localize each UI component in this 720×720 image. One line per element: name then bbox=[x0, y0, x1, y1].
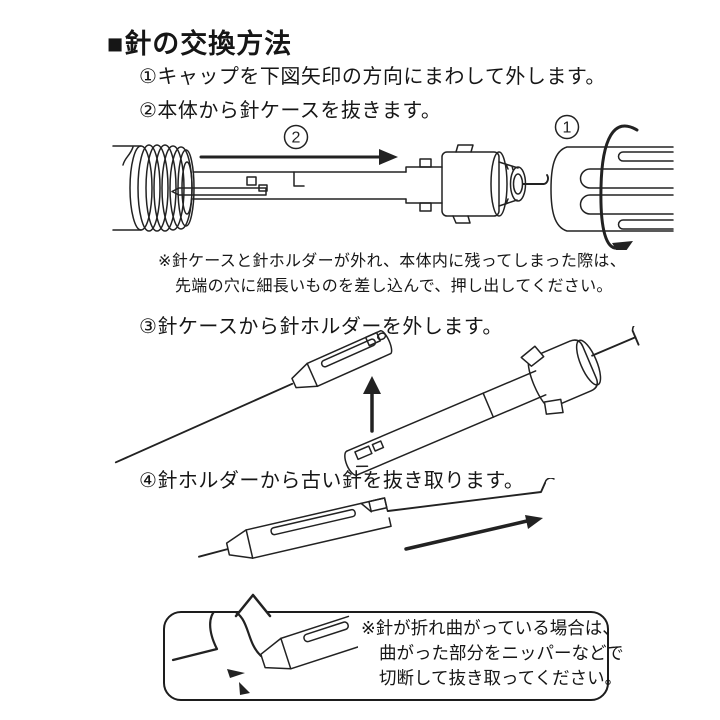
snip-mark-icon bbox=[227, 669, 245, 678]
callout-line-3: 切断して抜き取ってください。 bbox=[379, 668, 623, 688]
remove-direction-arrow bbox=[363, 376, 381, 433]
pull-out-arrow bbox=[404, 515, 543, 551]
needle-holder bbox=[198, 497, 392, 559]
looped-bent-needle bbox=[171, 613, 263, 662]
bent-needle-illustration bbox=[171, 613, 358, 695]
callout-text-block: ※針が折れ曲がっている場合は、 曲がった部分をニッパーなどで 切断して抜き取って… bbox=[361, 616, 624, 691]
note-block: ※針ケースと針ホルダーが外れ、本体内に残ってしまった際は、 先端の穴に細長いもの… bbox=[158, 249, 626, 299]
figure-holder-removal-illustration bbox=[114, 326, 640, 476]
note-line-2: 先端の穴に細長いものを差し込んで、押し出してください。 bbox=[175, 278, 613, 295]
needle-holder bbox=[114, 330, 393, 464]
needle-holder-tip bbox=[260, 615, 358, 670]
step-3-text: ③針ケースから針ホルダーを外します。 bbox=[139, 316, 503, 338]
step-1-text: ①キャップを下図矢印の方向にまわして外します。 bbox=[139, 66, 606, 88]
callout-bubble-tail bbox=[234, 593, 272, 618]
callout-bubble bbox=[163, 611, 609, 701]
snip-mark-icon bbox=[239, 682, 250, 695]
note-line-1: ※針ケースと針ホルダーが外れ、本体内に残ってしまった際は、 bbox=[158, 253, 627, 270]
callout-line-1: ※針が折れ曲がっている場合は、 bbox=[361, 618, 620, 638]
needle-case-tube bbox=[171, 171, 407, 200]
cap bbox=[550, 146, 674, 232]
page-title: ■針の交換方法 bbox=[107, 29, 293, 59]
step-4-text: ④針ホルダーから古い針を抜き取ります。 bbox=[139, 470, 525, 492]
figure-step2-label: 2 bbox=[292, 130, 301, 147]
callout-line-2: 曲がった部分をニッパーなどで bbox=[379, 643, 624, 663]
old-needle bbox=[387, 478, 555, 512]
pull-direction-arrow: 2 bbox=[199, 124, 398, 165]
cap-rotation-arrow: 1 bbox=[554, 114, 639, 250]
needle-case bbox=[344, 326, 640, 476]
needle-holder-collar bbox=[405, 144, 549, 224]
figure-needle-extraction-illustration bbox=[198, 478, 555, 559]
step-2-text: ②本体から針ケースを抜きます。 bbox=[139, 100, 442, 122]
figure-step1-label: 1 bbox=[563, 120, 572, 137]
figure-disassembly-illustration: 2 1 bbox=[112, 114, 674, 250]
